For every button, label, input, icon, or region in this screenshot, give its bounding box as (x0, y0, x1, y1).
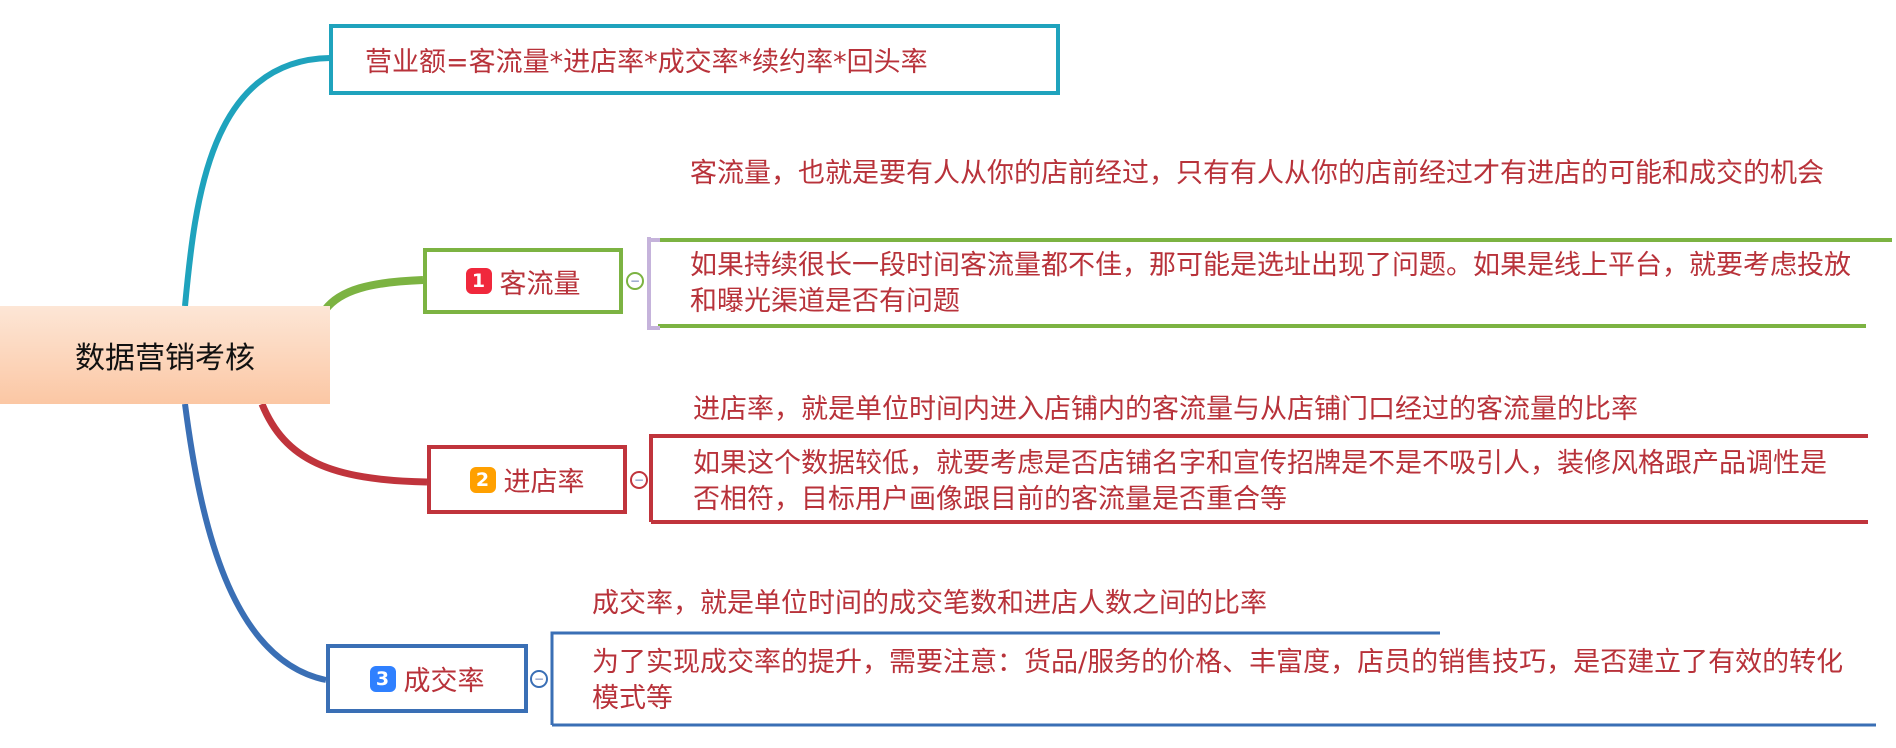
branch-node-2[interactable]: 2 进店率 (427, 445, 627, 514)
note-frame-3 (550, 631, 1876, 727)
definition-text: 成交率，就是单位时间的成交笔数和进店人数之间的比率 (592, 588, 1267, 619)
note-frame-1 (658, 238, 1892, 328)
formula-node[interactable]: 营业额=客流量*进店率*成交率*续约率*回头率 (329, 24, 1060, 95)
branch-label: 进店率 (503, 467, 585, 498)
note-text: 如果持续很长一段时间客流量都不佳，那可能是选址出现了问题。如果是线上平台，就要考… (690, 250, 1851, 317)
branch-label: 客流量 (499, 268, 581, 300)
connector-branch-1 (321, 276, 424, 313)
connector-branch-3 (182, 403, 327, 683)
collapse-toggle-icon[interactable]: − (626, 272, 644, 290)
note-text: 为了实现成交率的提升，需要注意：货品/服务的价格、丰富度，店员的销售技巧，是否建… (592, 647, 1844, 714)
note-text: 如果这个数据较低，就要考虑是否店铺名字和宣传招牌是不是不吸引人，装修风格跟产品调… (693, 448, 1827, 515)
definition-text: 进店率，就是单位时间内进入店铺内的客流量与从店铺门口经过的客流量的比率 (693, 394, 1638, 425)
branch-node-3[interactable]: 3 成交率 (326, 644, 528, 713)
priority-1-icon: 1 (465, 268, 492, 294)
connector-formula (182, 55, 331, 307)
definition-text: 客流量，也就是要有人从你的店前经过，只有有人从你的店前经过才有进店的可能和成交的… (690, 158, 1824, 189)
collapse-toggle-icon[interactable]: − (530, 670, 548, 688)
root-label: 数据营销考核 (75, 341, 255, 376)
priority-3-icon: 3 (369, 665, 396, 692)
branch-label: 成交率 (403, 666, 485, 697)
connector-branch-2 (258, 402, 428, 486)
root-node[interactable]: 数据营销考核 (0, 306, 330, 404)
note-frame-2 (649, 434, 1868, 524)
branch-node-1[interactable]: 1 客流量 (423, 248, 623, 314)
priority-2-icon: 2 (469, 466, 496, 493)
collapse-toggle-icon[interactable]: − (630, 471, 648, 489)
formula-label: 营业额=客流量*进店率*成交率*续约率*回头率 (365, 47, 928, 78)
